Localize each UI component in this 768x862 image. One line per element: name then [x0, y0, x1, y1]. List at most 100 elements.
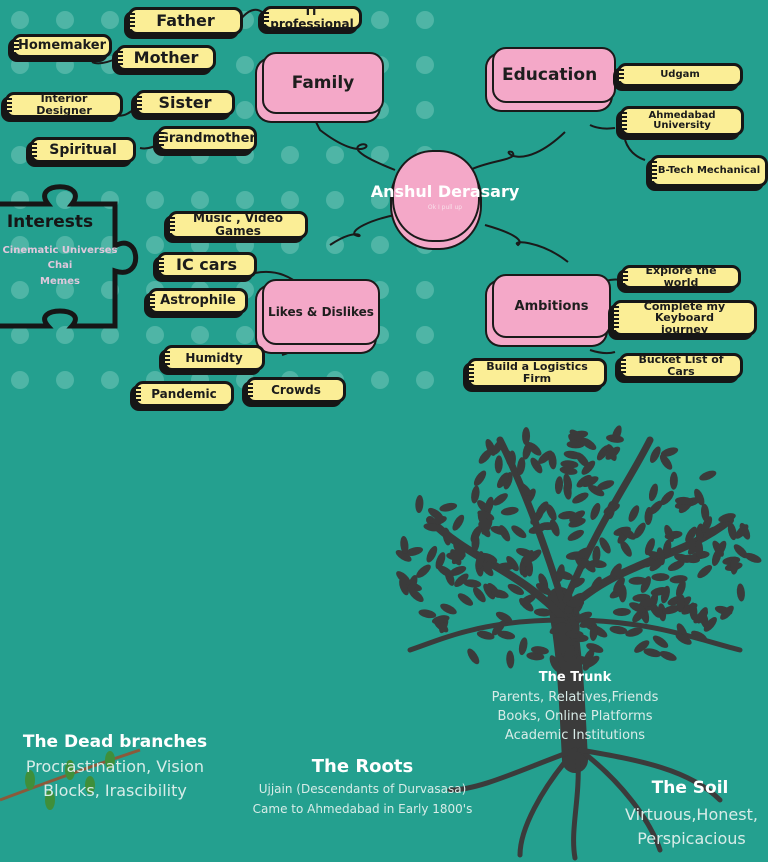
leaf: [491, 589, 509, 599]
leaf: [481, 518, 493, 535]
background-dot: [371, 11, 389, 29]
leaf: [574, 547, 591, 560]
family-father: Father: [128, 7, 243, 35]
leaf: [701, 503, 710, 522]
leaf: [586, 643, 604, 653]
leaf: [572, 492, 589, 504]
leaf: [428, 507, 444, 521]
leaf: [431, 615, 450, 625]
leaf: [720, 605, 734, 620]
likes-node: Likes & Dislikes: [262, 279, 380, 345]
background-dot: [56, 371, 74, 389]
background-dot: [146, 191, 164, 209]
leaf: [554, 476, 564, 495]
leaf: [549, 655, 561, 672]
leaf: [523, 549, 534, 567]
family-grandmother-trait: Spiritual: [30, 137, 136, 163]
family-mother-job: Homemaker: [12, 34, 112, 58]
leaf: [563, 645, 575, 662]
leaf: [689, 602, 698, 621]
leaf: [659, 650, 677, 661]
background-dot: [416, 326, 434, 344]
background-dot: [416, 281, 434, 299]
background-dot: [371, 146, 389, 164]
center-node: [392, 150, 480, 242]
dead-branches-line: Procrastination, Vision: [25, 757, 205, 776]
leaf: [613, 577, 625, 593]
leaf: [691, 630, 708, 642]
leaf: [457, 593, 474, 606]
family-sister: Sister: [135, 90, 235, 116]
leaf: [701, 516, 713, 533]
leaf: [453, 542, 466, 558]
leaf: [703, 617, 717, 632]
leaf: [633, 522, 646, 539]
leaf: [569, 510, 586, 523]
interest-item: Cinematic Universes: [2, 245, 118, 256]
ambition-item: Build a Logistics Firm: [467, 358, 607, 388]
trunk-line: Parents, Relatives,Friends: [491, 690, 659, 705]
background-dot: [101, 371, 119, 389]
leaf: [517, 457, 526, 476]
family-node: Family: [262, 52, 384, 114]
family-father-job: IT professional: [262, 5, 362, 30]
background-dot: [56, 326, 74, 344]
leaf: [588, 484, 605, 497]
leaf: [609, 586, 626, 599]
leaf: [567, 529, 584, 541]
leaf: [497, 630, 516, 640]
leaf: [496, 472, 509, 489]
background-dot: [236, 101, 254, 119]
background-dot: [371, 371, 389, 389]
dislike-item: Pandemic: [134, 381, 234, 407]
background-dot: [371, 236, 389, 254]
leaf: [423, 523, 442, 532]
leaf: [648, 500, 663, 515]
leaf: [639, 598, 658, 608]
leaf: [527, 442, 542, 456]
ambition-item: Complete my Keyboard journey: [612, 300, 757, 336]
leaf: [563, 473, 573, 492]
leaf: [528, 524, 547, 534]
leaf: [711, 548, 722, 566]
background-dot: [11, 281, 29, 299]
background-dot: [191, 191, 209, 209]
leaf: [439, 502, 458, 512]
leaf: [568, 433, 583, 448]
leaf: [418, 609, 437, 619]
background-dot: [56, 56, 74, 74]
leaf: [676, 594, 685, 613]
leaf: [517, 482, 532, 496]
family-sister-job: Interior Designer: [5, 92, 123, 118]
leaf: [596, 445, 610, 461]
leaf: [476, 630, 495, 640]
leaf: [395, 550, 412, 562]
background-dot: [146, 236, 164, 254]
leaf: [735, 524, 749, 539]
leaf: [471, 533, 480, 552]
leaf: [664, 524, 675, 542]
interest-item: Chai: [47, 260, 73, 271]
background-dot: [236, 56, 254, 74]
family-mother: Mother: [116, 45, 216, 71]
leaf: [730, 556, 739, 575]
soil-line: Perspicacious: [637, 829, 746, 848]
background-dot: [371, 191, 389, 209]
background-dot: [326, 191, 344, 209]
leaf: [494, 455, 503, 474]
leaf: [625, 627, 643, 637]
leaf: [612, 607, 631, 616]
leaf: [435, 552, 446, 570]
leaf: [609, 625, 628, 635]
leaf: [667, 560, 685, 572]
leaf: [506, 555, 519, 572]
leaf: [566, 599, 585, 608]
interest-item: Memes: [40, 276, 80, 287]
leaf: [478, 449, 493, 464]
leaf: [426, 545, 438, 563]
leaf: [415, 495, 424, 514]
leaf: [520, 594, 537, 606]
leaf: [475, 551, 485, 569]
leaf: [480, 561, 494, 577]
